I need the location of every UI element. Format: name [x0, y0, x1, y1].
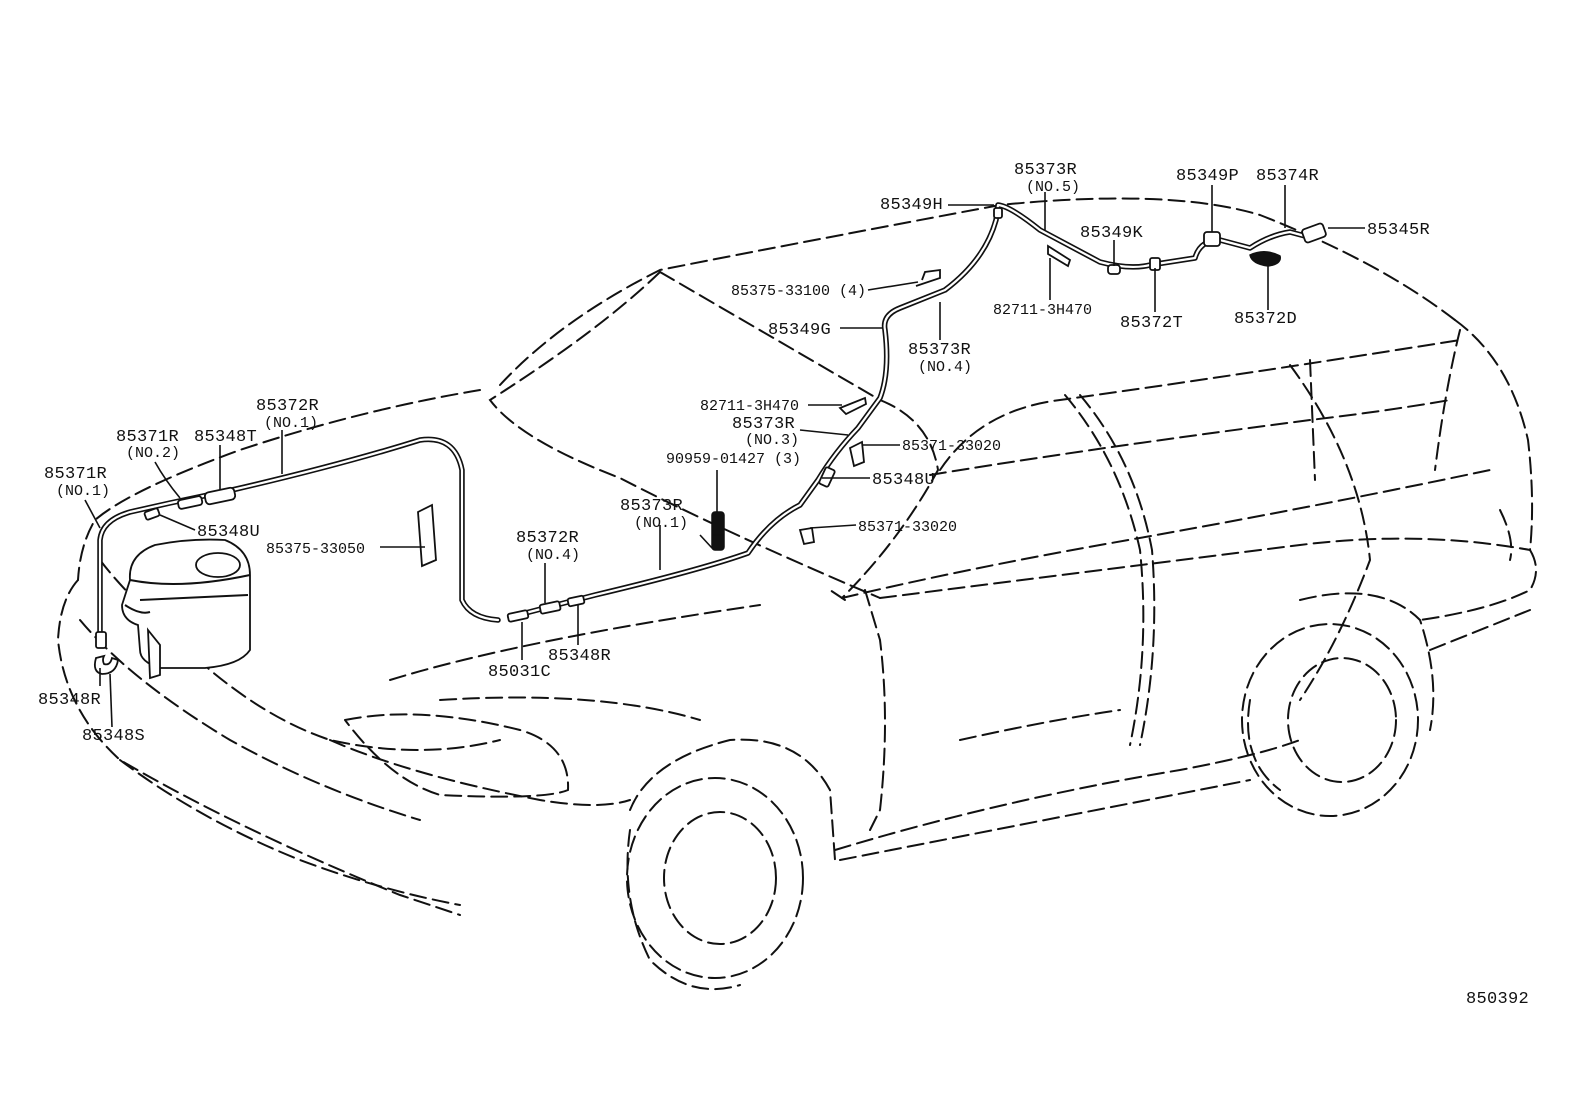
label-85373R-no4: 85373R [908, 341, 971, 360]
diagram-id: 850392 [1466, 990, 1529, 1009]
label-85349P: 85349P [1176, 167, 1239, 186]
label-85349H: 85349H [880, 196, 943, 215]
label-85348T: 85348T [194, 428, 257, 447]
label-85371-33020-a: 85371-33020 [902, 438, 1001, 455]
label-85348R-mid: 85348R [548, 647, 611, 666]
label-85373R-no3: 85373R [732, 415, 795, 434]
part-labels: 85373R (NO.5) 85349P 85374R 85349H 85349… [38, 161, 1430, 746]
washer-hoses [97, 202, 1308, 643]
note-85373R-no1: (NO.1) [634, 515, 688, 532]
note-85371R-no1: (NO.1) [56, 483, 110, 500]
label-85348U-left: 85348U [197, 523, 260, 542]
label-85031C: 85031C [488, 663, 551, 682]
note-85372R-no1: (NO.1) [264, 415, 318, 432]
connectors [93, 207, 1327, 675]
note-85371R-no2: (NO.2) [126, 445, 180, 462]
label-82711-3H470-top: 82711-3H470 [993, 302, 1092, 319]
label-85372R-no1: 85372R [256, 397, 319, 416]
label-85371R-no2: 85371R [116, 428, 179, 447]
label-85374R: 85374R [1256, 167, 1319, 186]
label-85348U-right: 85348U [872, 471, 935, 490]
label-85375-33100: 85375-33100 (4) [731, 283, 866, 300]
label-85375-33050: 85375-33050 [266, 541, 365, 558]
washer-tank [121, 538, 251, 680]
note-85373R-no3: (NO.3) [745, 432, 799, 449]
label-82711-3H470-mid: 82711-3H470 [700, 398, 799, 415]
label-85349K: 85349K [1080, 224, 1144, 243]
label-90959-01427: 90959-01427 (3) [666, 451, 801, 468]
label-85373R-no5: 85373R [1014, 161, 1077, 180]
note-85372R-no4: (NO.4) [526, 547, 580, 564]
label-85372T: 85372T [1120, 314, 1183, 333]
vehicle-outline [56, 197, 1537, 991]
label-85345R: 85345R [1367, 221, 1430, 240]
label-85348S: 85348S [82, 727, 145, 746]
leader-lines [84, 185, 1365, 728]
label-85373R-no1: 85373R [620, 497, 683, 516]
label-85372D: 85372D [1234, 310, 1297, 329]
note-85373R-no4: (NO.4) [918, 359, 972, 376]
label-85372R-no4: 85372R [516, 529, 579, 548]
label-85371-33020-b: 85371-33020 [858, 519, 957, 536]
label-85349G: 85349G [768, 321, 831, 340]
label-85371R-no1: 85371R [44, 465, 107, 484]
label-85348R-left: 85348R [38, 691, 101, 710]
note-85373R-no5: (NO.5) [1026, 179, 1080, 196]
